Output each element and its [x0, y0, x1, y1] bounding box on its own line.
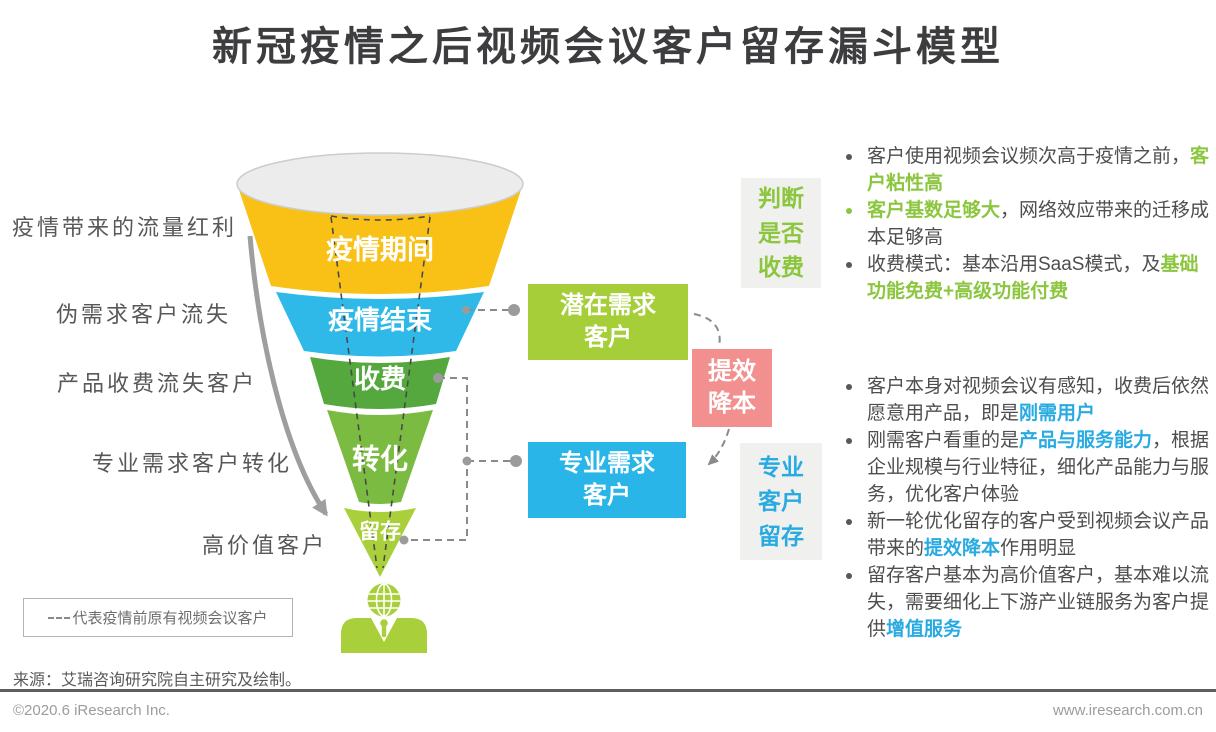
funnel-layer-charge	[310, 357, 450, 409]
funnel-layer-label: 留存	[359, 520, 401, 544]
stage-label-high-value: 高价值客户	[202, 533, 328, 558]
bullet-text: 客户使用视频会议频次高于疫情之前，客户粘性高	[867, 146, 1210, 194]
connector-dots	[399, 304, 522, 545]
funnel-layer-epidemic-end	[276, 292, 484, 357]
decline-arrow	[247, 235, 329, 517]
globe-person-icon	[341, 583, 427, 653]
bullet-item: 客户基数足够大，网络效应带来的迁移成本足够高	[843, 197, 1211, 251]
notes-block-charging: 客户使用视频会议频次高于疫情之前，客户粘性高客户基数足够大，网络效应带来的迁移成…	[843, 143, 1211, 305]
bullet-icon	[843, 373, 867, 427]
bullet-item: 新一轮优化留存的客户受到视频会议产品带来的提效降本作用明显	[843, 508, 1211, 562]
bullet-icon	[843, 197, 867, 251]
funnel-mouth	[236, 152, 524, 216]
bullet-item: 收费模式：基本沿用SaaS模式，及基础功能免费+高级功能付费	[843, 251, 1211, 305]
funnel-layer-convert	[327, 410, 433, 504]
funnel-layer-label: 收费	[354, 364, 406, 394]
bullet-text: 刚需客户看重的是产品与服务能力，根据企业规模与行业特征，细化产品能力与服务，优化…	[867, 430, 1210, 505]
bullet-icon	[843, 562, 867, 643]
website-url: www.iresearch.com.cn	[1052, 702, 1203, 719]
funnel-layer-label: 疫情结束	[328, 305, 433, 335]
pro-retention-panel: 专业 客户 留存	[740, 443, 822, 560]
bullet-item: 刚需客户看重的是产品与服务能力，根据企业规模与行业特征，细化产品能力与服务，优化…	[843, 427, 1211, 508]
bullet-text: 客户基数足够大，网络效应带来的迁移成本足够高	[867, 200, 1210, 248]
bullet-item: 留存客户基本为高价值客户，基本难以流失，需要细化上下游产业链服务为客户提供增值服…	[843, 562, 1211, 643]
copyright: ©2020.6 iResearch Inc.	[13, 702, 170, 719]
bullet-text: 新一轮优化留存的客户受到视频会议产品带来的提效降本作用明显	[867, 511, 1210, 559]
dashed-line-sample-icon	[48, 616, 71, 619]
stage-label-pro-demand-convert: 专业需求客户转化	[92, 451, 293, 476]
page-title: 新冠疫情之后视频会议客户留存漏斗模型	[212, 25, 1004, 69]
bullet-icon	[843, 508, 867, 562]
bullet-text: 客户本身对视频会议有感知，收费后依然愿意用产品，即是刚需用户	[867, 376, 1210, 424]
bullet-icon	[843, 251, 867, 305]
stage-label-false-demand-churn: 伪需求客户流失	[56, 302, 232, 327]
potential-demand-box: 潜在需求 客户	[528, 284, 688, 360]
funnel-layer-retain	[344, 508, 416, 577]
legend-label: 代表疫情前原有视频会议客户	[72, 610, 268, 627]
bullet-text: 留存客户基本为高价值客户，基本难以流失，需要细化上下游产业链服务为客户提供增值服…	[867, 565, 1210, 640]
charge-decision-panel: 判断 是否 收费	[741, 178, 821, 288]
bullet-icon	[843, 143, 867, 197]
bullet-text: 收费模式：基本沿用SaaS模式，及基础功能免费+高级功能付费	[867, 254, 1199, 302]
bullet-item: 客户本身对视频会议有感知，收费后依然愿意用产品，即是刚需用户	[843, 373, 1211, 427]
bullet-icon	[843, 427, 867, 508]
source-note: 来源：艾瑞咨询研究院自主研究及绘制。	[13, 672, 302, 689]
legend-box: 代表疫情前原有视频会议客户	[23, 598, 293, 637]
bullet-item: 客户使用视频会议频次高于疫情之前，客户粘性高	[843, 143, 1211, 197]
professional-demand-box: 专业需求 客户	[528, 442, 686, 518]
stage-label-charge-churn: 产品收费流失客户	[57, 371, 258, 396]
footer-divider	[0, 689, 1216, 692]
efficiency-cost-box: 提效 降本	[692, 349, 772, 427]
funnel	[236, 152, 524, 577]
pre-epidemic-inner-funnel	[330, 215, 431, 569]
notes-block-retention: 客户本身对视频会议有感知，收费后依然愿意用产品，即是刚需用户刚需客户看重的是产品…	[843, 373, 1211, 643]
funnel-diagram: 疫情期间 疫情结束 收费 转化 留存	[236, 152, 730, 653]
funnel-layer-label: 疫情期间	[326, 234, 434, 265]
funnel-layer-label: 转化	[352, 443, 408, 474]
stage-label-traffic-bonus: 疫情带来的流量红利	[12, 215, 238, 240]
notes-column: 客户使用视频会议频次高于疫情之前，客户粘性高客户基数足够大，网络效应带来的迁移成…	[843, 143, 1211, 643]
